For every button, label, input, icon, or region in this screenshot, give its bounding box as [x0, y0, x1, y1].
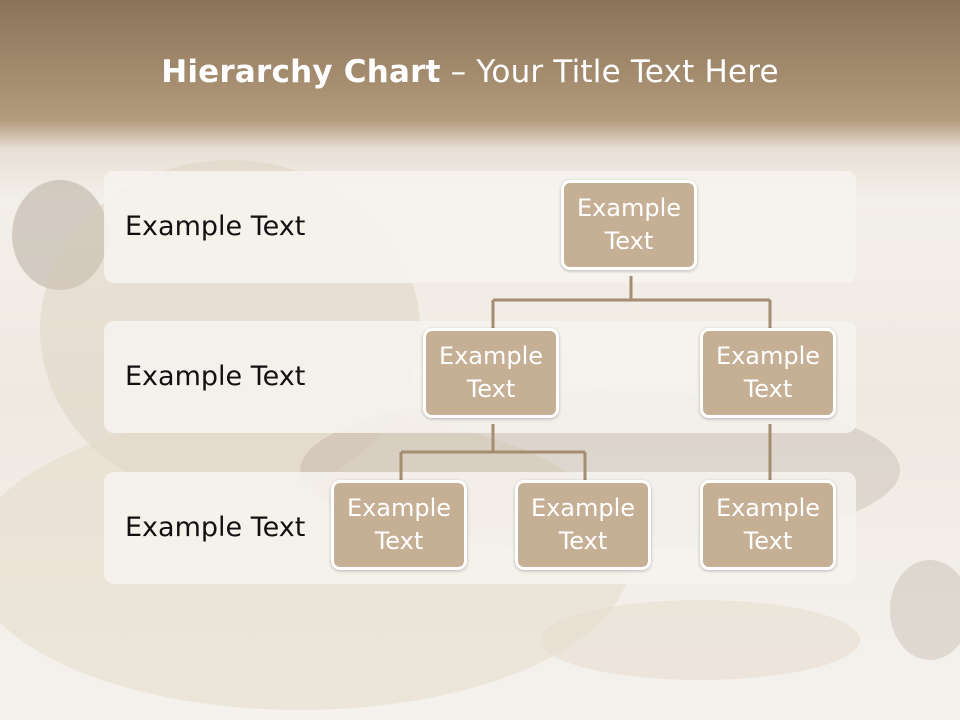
level-label-1: Example Text — [125, 211, 306, 242]
node-level3-a-label: Example Text — [346, 494, 452, 555]
node-level3-c-label: Example Text — [715, 494, 821, 555]
level-label-2: Example Text — [125, 361, 306, 392]
node-level2-left-label: Example Text — [438, 342, 544, 403]
slide-title: Hierarchy Chart – Your Title Text Here — [0, 54, 940, 90]
title-bold: Hierarchy Chart — [161, 54, 441, 90]
node-root-label: Example Text — [576, 194, 682, 255]
node-level3-b[interactable]: Example Text — [515, 480, 651, 570]
level-band-1 — [104, 171, 856, 283]
node-level3-a[interactable]: Example Text — [331, 480, 467, 570]
node-root[interactable]: Example Text — [561, 180, 697, 270]
title-rest: – Your Title Text Here — [440, 54, 779, 90]
node-level2-right[interactable]: Example Text — [700, 328, 836, 418]
node-level3-b-label: Example Text — [530, 494, 636, 555]
node-level2-left[interactable]: Example Text — [423, 328, 559, 418]
node-level2-right-label: Example Text — [715, 342, 821, 403]
level-label-3: Example Text — [125, 512, 306, 543]
node-level3-c[interactable]: Example Text — [700, 480, 836, 570]
